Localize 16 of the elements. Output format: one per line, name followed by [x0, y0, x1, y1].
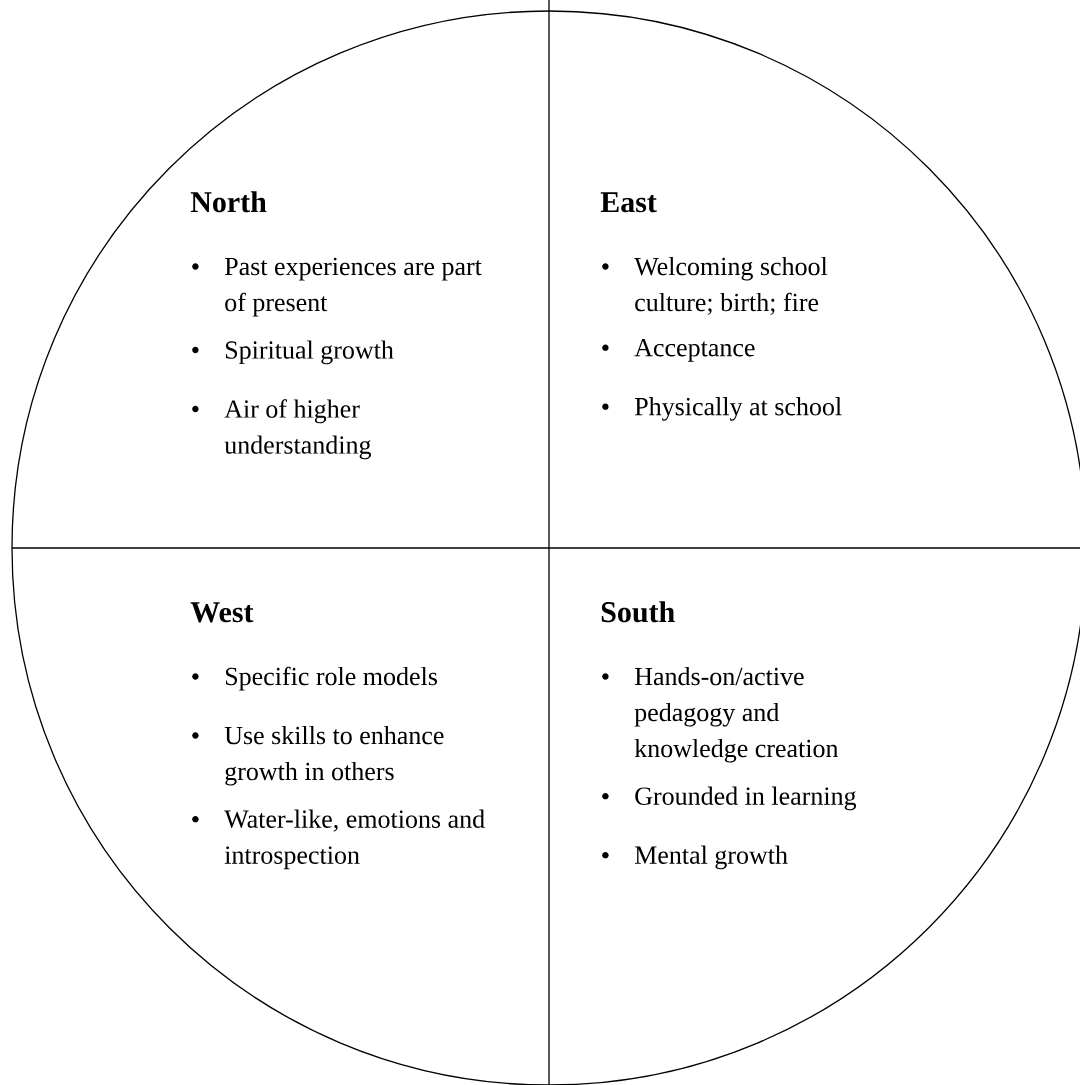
- bullet-item: Acceptance: [634, 339, 755, 362]
- bullet-item: Use skills to enhance growth in others: [224, 725, 444, 786]
- bullet-item: Specific role models: [225, 666, 437, 691]
- bullet-item: Hands-on/active pedagogy and knowledge creation: [634, 666, 839, 763]
- bullet-item: Water-like, emotions and introspection: [224, 809, 485, 870]
- bullet-item: Grounded in learning: [635, 786, 857, 811]
- bullet-item: Physically at school: [634, 397, 842, 421]
- bullet-item: Air of higher understanding: [224, 399, 371, 460]
- quadrant-heading: North: [190, 191, 267, 213]
- bullet-item: Spiritual growth: [225, 340, 394, 365]
- bullet-item: Mental growth: [634, 845, 788, 870]
- quadrant-heading: East: [600, 192, 657, 213]
- bullet-item: Welcoming school culture; birth; fire: [634, 256, 828, 315]
- quadrant-heading: West: [190, 602, 254, 623]
- bullet-item: Past experiences are part of present: [224, 257, 482, 317]
- quadrant-heading: South: [601, 601, 675, 623]
